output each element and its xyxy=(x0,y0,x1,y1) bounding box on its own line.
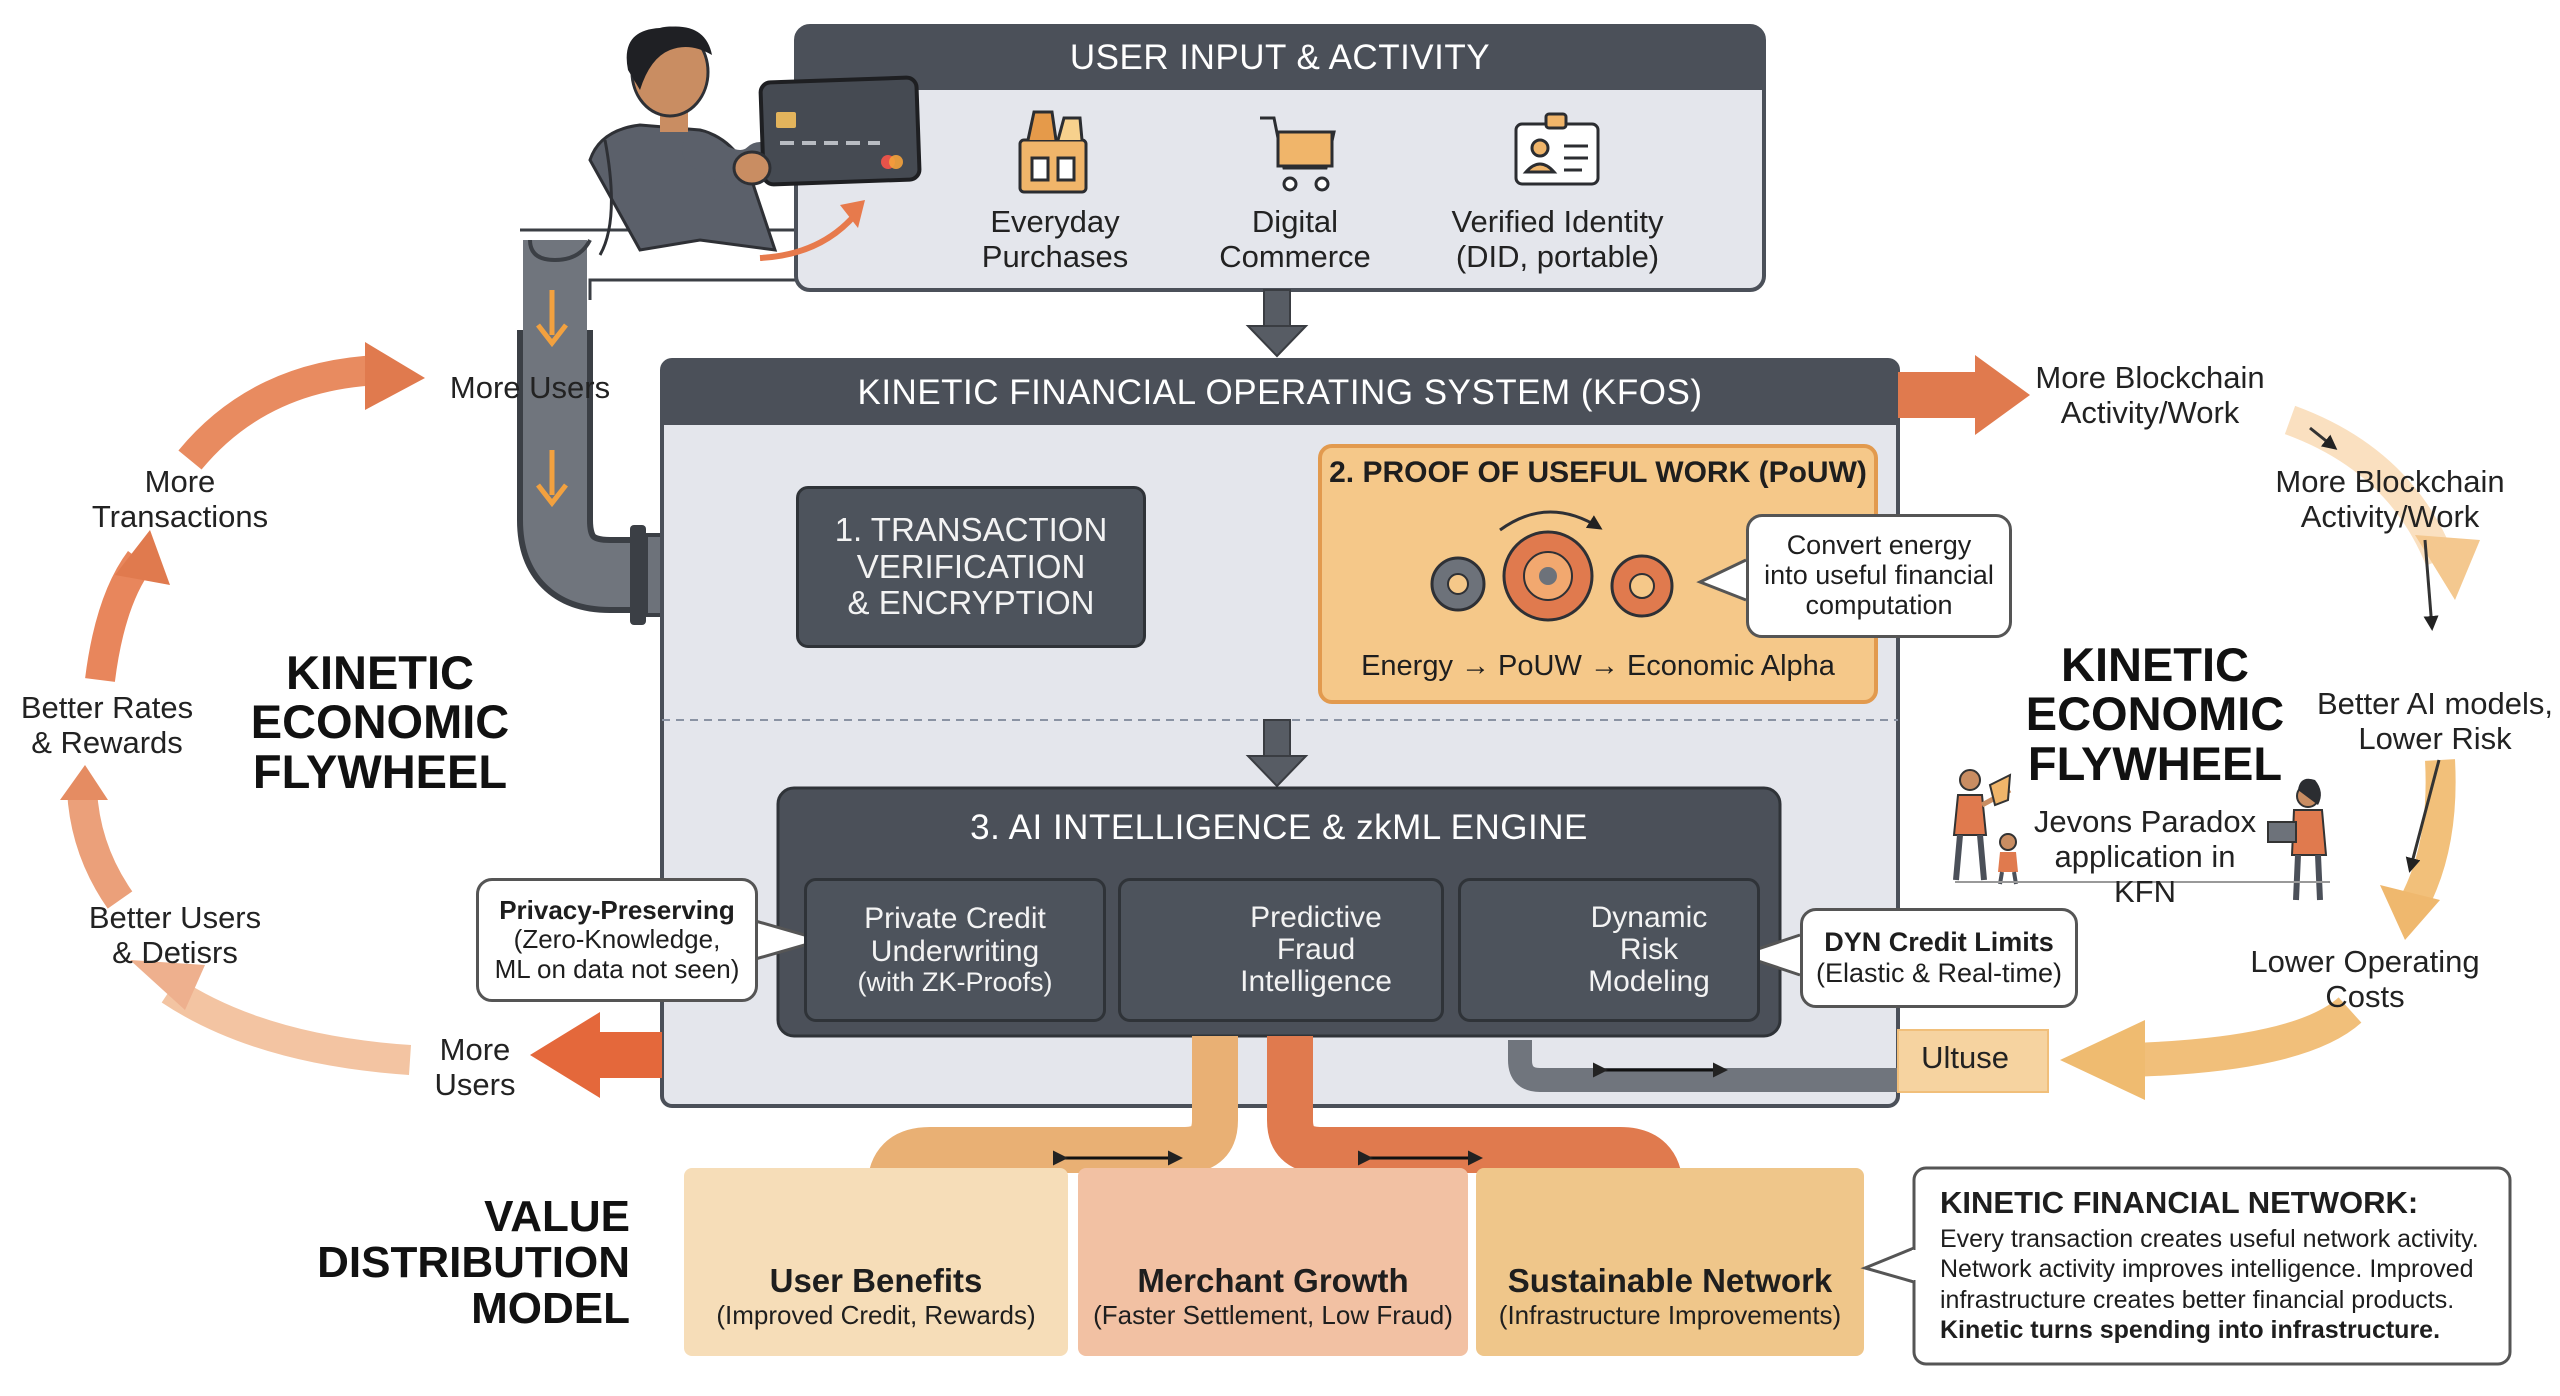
more-users-bottom-label: More Users xyxy=(434,1032,516,1103)
blockchain-activity-mid-label: More Blockchain Activity/Work xyxy=(2275,464,2505,535)
better-rates-label: Better Rates & Rewards xyxy=(20,690,194,761)
better-users-label: Better Users & Detisrs xyxy=(88,900,262,971)
predictive-fraud-card: Predictive Fraud Intelligence xyxy=(1118,878,1444,1022)
more-users-top-label: More Users xyxy=(449,370,611,405)
network-note: KINETIC FINANCIAL NETWORK: Every transac… xyxy=(1940,1185,2479,1345)
user-benefits-box xyxy=(684,1168,1068,1356)
digital-commerce-label: Digital Commerce xyxy=(1219,204,1371,275)
ultuse-label: Ultuse xyxy=(1921,1040,2009,1075)
right-flywheel-arcs xyxy=(1897,405,2480,1100)
left-flywheel-title: KINETIC ECONOMIC FLYWHEEL xyxy=(250,646,510,798)
private-credit-card: Private Credit Underwriting (with ZK-Pro… xyxy=(804,878,1106,1022)
arrow-left-icon xyxy=(530,1012,662,1098)
down-arrow-icon xyxy=(1245,289,1309,788)
everyday-purchases-label: Everyday Purchases xyxy=(981,204,1129,275)
user-input-title: USER INPUT & ACTIVITY xyxy=(1069,38,1491,77)
merchant-growth-box xyxy=(1078,1168,1468,1356)
privacy-preserving-bubble: Privacy-Preserving (Zero-Knowledge, ML o… xyxy=(476,878,758,1002)
jevons-people-illustration xyxy=(1952,769,2330,901)
merchant-growth: Merchant Growth (Faster Settlement, Low … xyxy=(1093,1262,1453,1330)
shopping-cart-icon xyxy=(1260,116,1336,192)
ai-engine-title: 3. AI INTELLIGENCE & zkML ENGINE xyxy=(970,808,1588,847)
better-ai-label: Better AI models, Lower Risk xyxy=(2316,686,2554,757)
pouw-title: 2. PROOF OF USEFUL WORK (PoUW) xyxy=(1329,456,1867,489)
transaction-verification-card: 1. TRANSACTION VERIFICATION & ENCRYPTION xyxy=(796,486,1146,648)
shopping-bag-icon xyxy=(1018,110,1088,194)
blockchain-activity-top-label: More Blockchain Activity/Work xyxy=(2035,360,2265,431)
gears-icon xyxy=(1430,510,1674,622)
right-flywheel-title: KINETIC ECONOMIC FLYWHEEL xyxy=(2025,638,2285,790)
convert-energy-bubble: Convert energy into useful financial com… xyxy=(1746,514,2012,638)
kfos-title: KINETIC FINANCIAL OPERATING SYSTEM (KFOS… xyxy=(857,372,1703,412)
value-distribution-title: VALUE DISTRIBUTION MODEL xyxy=(317,1192,630,1334)
id-card-icon xyxy=(1514,112,1600,186)
left-flywheel-arcs xyxy=(60,342,425,1075)
more-transactions-label: More Transactions xyxy=(91,464,269,535)
dynamic-risk-card: Dynamic Risk Modeling xyxy=(1458,878,1760,1022)
jevons-paradox-label: Jevons Paradox application in KFN xyxy=(2033,804,2257,910)
sustainable-network-box xyxy=(1476,1168,1864,1356)
pouw-formula: Energy → PoUW → Economic Alpha xyxy=(1361,650,1835,682)
person-with-card-illustration xyxy=(588,26,922,261)
dyn-credit-limits-bubble: DYN Credit Limits (Elastic & Real-time) xyxy=(1800,908,2078,1008)
arrow-right-icon xyxy=(1898,355,2030,435)
user-benefits: User Benefits (Improved Credit, Rewards) xyxy=(716,1262,1036,1330)
sustainable-network: Sustainable Network (Infrastructure Impr… xyxy=(1498,1262,1842,1330)
lower-costs-label: Lower Operating Costs xyxy=(2250,944,2480,1015)
verified-identity-label: Verified Identity (DID, portable) xyxy=(1451,204,1664,275)
